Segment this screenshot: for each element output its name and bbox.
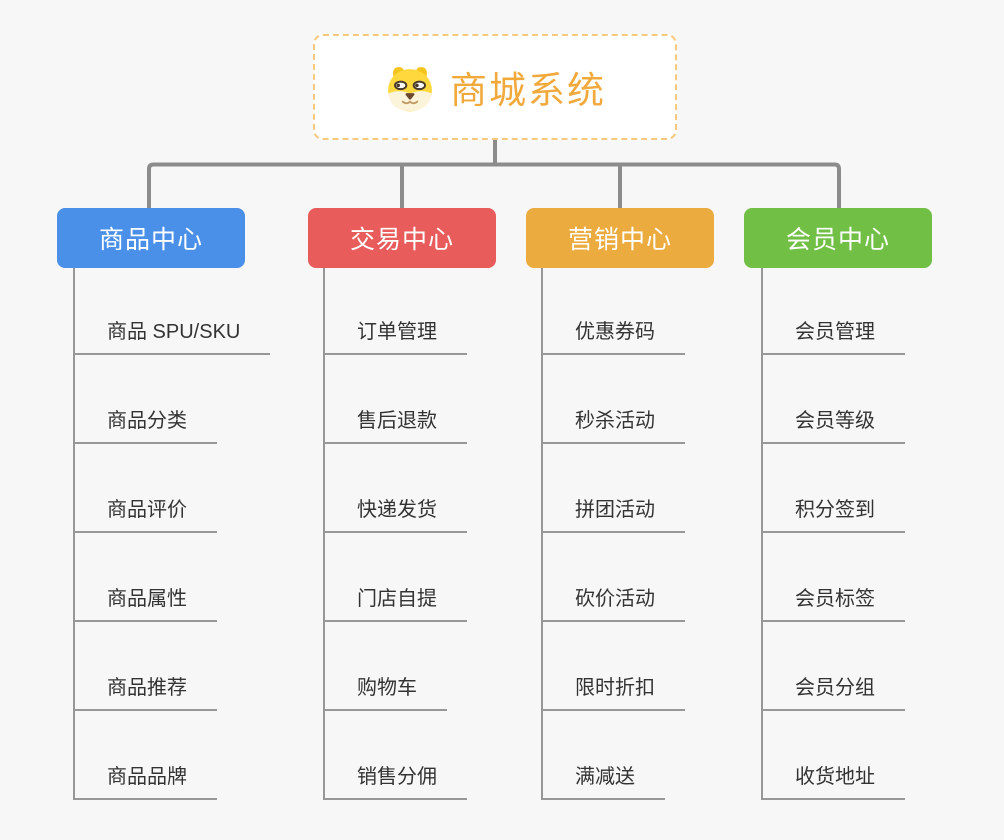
- leaf-row: 商品属性: [75, 533, 270, 622]
- leaf-row: 售后退款: [325, 355, 467, 444]
- leaf-node[interactable]: 商品 SPU/SKU: [75, 321, 271, 355]
- leaf-row: 会员管理: [763, 268, 905, 355]
- leaf-node[interactable]: 收货地址: [763, 766, 905, 800]
- leaf-node[interactable]: 订单管理: [325, 321, 467, 355]
- leaf-node[interactable]: 商品分类: [75, 410, 217, 444]
- leaf-row: 商品品牌: [75, 711, 270, 800]
- root-node[interactable]: 商城系统: [313, 34, 677, 140]
- branch-column-member-center: 会员管理 会员等级 积分签到 会员标签 会员分组 收货地址: [761, 268, 905, 800]
- branch-node-trade-center[interactable]: 交易中心: [308, 208, 496, 268]
- leaf-row: 限时折扣: [543, 622, 685, 711]
- leaf-row: 满减送: [543, 711, 685, 800]
- leaf-row: 销售分佣: [325, 711, 467, 800]
- leaf-node[interactable]: 销售分佣: [325, 766, 467, 800]
- leaf-row: 快递发货: [325, 444, 467, 533]
- leaf-row: 会员分组: [763, 622, 905, 711]
- leaf-row: 商品 SPU/SKU: [75, 268, 271, 355]
- leaf-node[interactable]: 会员等级: [763, 410, 905, 444]
- branch-node-member-center[interactable]: 会员中心: [744, 208, 932, 268]
- dog-face-icon: [388, 67, 432, 112]
- leaf-row: 拼团活动: [543, 444, 685, 533]
- leaf-row: 商品分类: [75, 355, 270, 444]
- leaf-node[interactable]: 砍价活动: [543, 588, 685, 622]
- branch-node-marketing-center[interactable]: 营销中心: [526, 208, 714, 268]
- branch-column-marketing-center: 优惠券码 秒杀活动 拼团活动 砍价活动 限时折扣 满减送: [541, 268, 685, 800]
- leaf-row: 订单管理: [325, 268, 467, 355]
- leaf-node[interactable]: 满减送: [543, 766, 665, 800]
- leaf-node[interactable]: 商品评价: [75, 499, 217, 533]
- leaf-node[interactable]: 会员分组: [763, 677, 905, 711]
- leaf-row: 会员等级: [763, 355, 905, 444]
- leaf-node[interactable]: 优惠券码: [543, 321, 685, 355]
- leaf-node[interactable]: 积分签到: [763, 499, 905, 533]
- branch-column-product-center: 商品 SPU/SKU 商品分类 商品评价 商品属性 商品推荐 商品品牌: [73, 268, 271, 800]
- leaf-node[interactable]: 秒杀活动: [543, 410, 685, 444]
- leaf-row: 秒杀活动: [543, 355, 685, 444]
- branch-label: 会员中心: [785, 226, 890, 254]
- branch-node-product-center[interactable]: 商品中心: [57, 208, 245, 268]
- leaf-node[interactable]: 商品属性: [75, 588, 217, 622]
- leaf-row: 商品评价: [75, 444, 270, 533]
- leaf-row: 商品推荐: [75, 622, 270, 711]
- leaf-row: 门店自提: [325, 533, 467, 622]
- branch-label: 商品中心: [98, 226, 203, 254]
- leaf-row: 砍价活动: [543, 533, 685, 622]
- branch-label: 营销中心: [567, 226, 672, 254]
- leaf-row: 优惠券码: [543, 268, 685, 355]
- branch-label: 交易中心: [349, 226, 454, 254]
- leaf-row: 收货地址: [763, 711, 905, 800]
- leaf-node[interactable]: 拼团活动: [543, 499, 685, 533]
- leaf-row: 积分签到: [763, 444, 905, 533]
- leaf-node[interactable]: 会员管理: [763, 321, 905, 355]
- branch-column-trade-center: 订单管理 售后退款 快递发货 门店自提 购物车 销售分佣: [323, 268, 467, 800]
- leaf-node[interactable]: 会员标签: [763, 588, 905, 622]
- leaf-node[interactable]: 限时折扣: [543, 677, 685, 711]
- leaf-node[interactable]: 门店自提: [325, 588, 467, 622]
- root-title: 商城系统: [450, 70, 606, 111]
- leaf-row: 会员标签: [763, 533, 905, 622]
- leaf-node[interactable]: 购物车: [325, 677, 447, 711]
- leaf-row: 购物车: [325, 622, 467, 711]
- leaf-node[interactable]: 商品品牌: [75, 766, 217, 800]
- leaf-node[interactable]: 商品推荐: [75, 677, 217, 711]
- leaf-node[interactable]: 快递发货: [325, 499, 467, 533]
- leaf-node[interactable]: 售后退款: [325, 410, 467, 444]
